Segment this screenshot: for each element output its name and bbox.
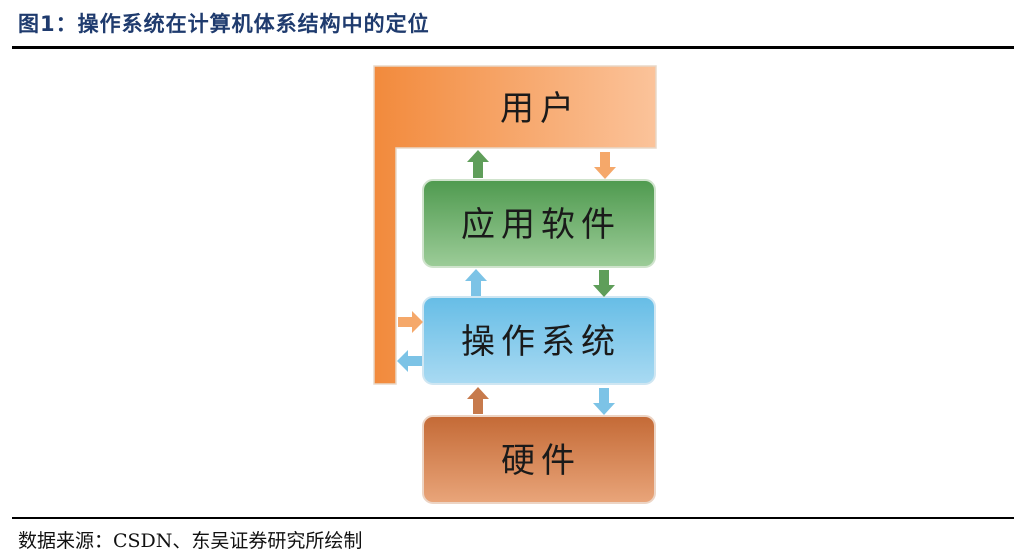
hardware-box xyxy=(422,415,656,504)
figure-source: 数据来源：CSDN、东吴证券研究所绘制 xyxy=(18,530,363,552)
hardware-label: 硬件 xyxy=(501,441,581,481)
arrow-app-to-os xyxy=(593,270,615,297)
os-label: 操作系统 xyxy=(461,322,621,362)
bottom-rule xyxy=(12,517,1014,519)
top-rule xyxy=(12,46,1014,49)
arrow-os-to-app xyxy=(465,269,487,296)
arrow-user-to-app xyxy=(594,152,616,179)
figure-title: 图1：操作系统在计算机体系结构中的定位 xyxy=(18,12,430,36)
arrow-user-to-os xyxy=(398,311,423,333)
app-software-label: 应用软件 xyxy=(461,205,621,245)
user-label: 用户 xyxy=(500,89,580,129)
arrow-hw-to-os xyxy=(467,387,489,414)
app-software-box xyxy=(422,179,656,268)
os-box xyxy=(422,296,656,385)
arrow-os-to-user xyxy=(397,350,422,372)
user-block xyxy=(373,65,657,385)
arrow-os-to-hw xyxy=(593,388,615,415)
arrow-app-to-user xyxy=(467,150,489,178)
